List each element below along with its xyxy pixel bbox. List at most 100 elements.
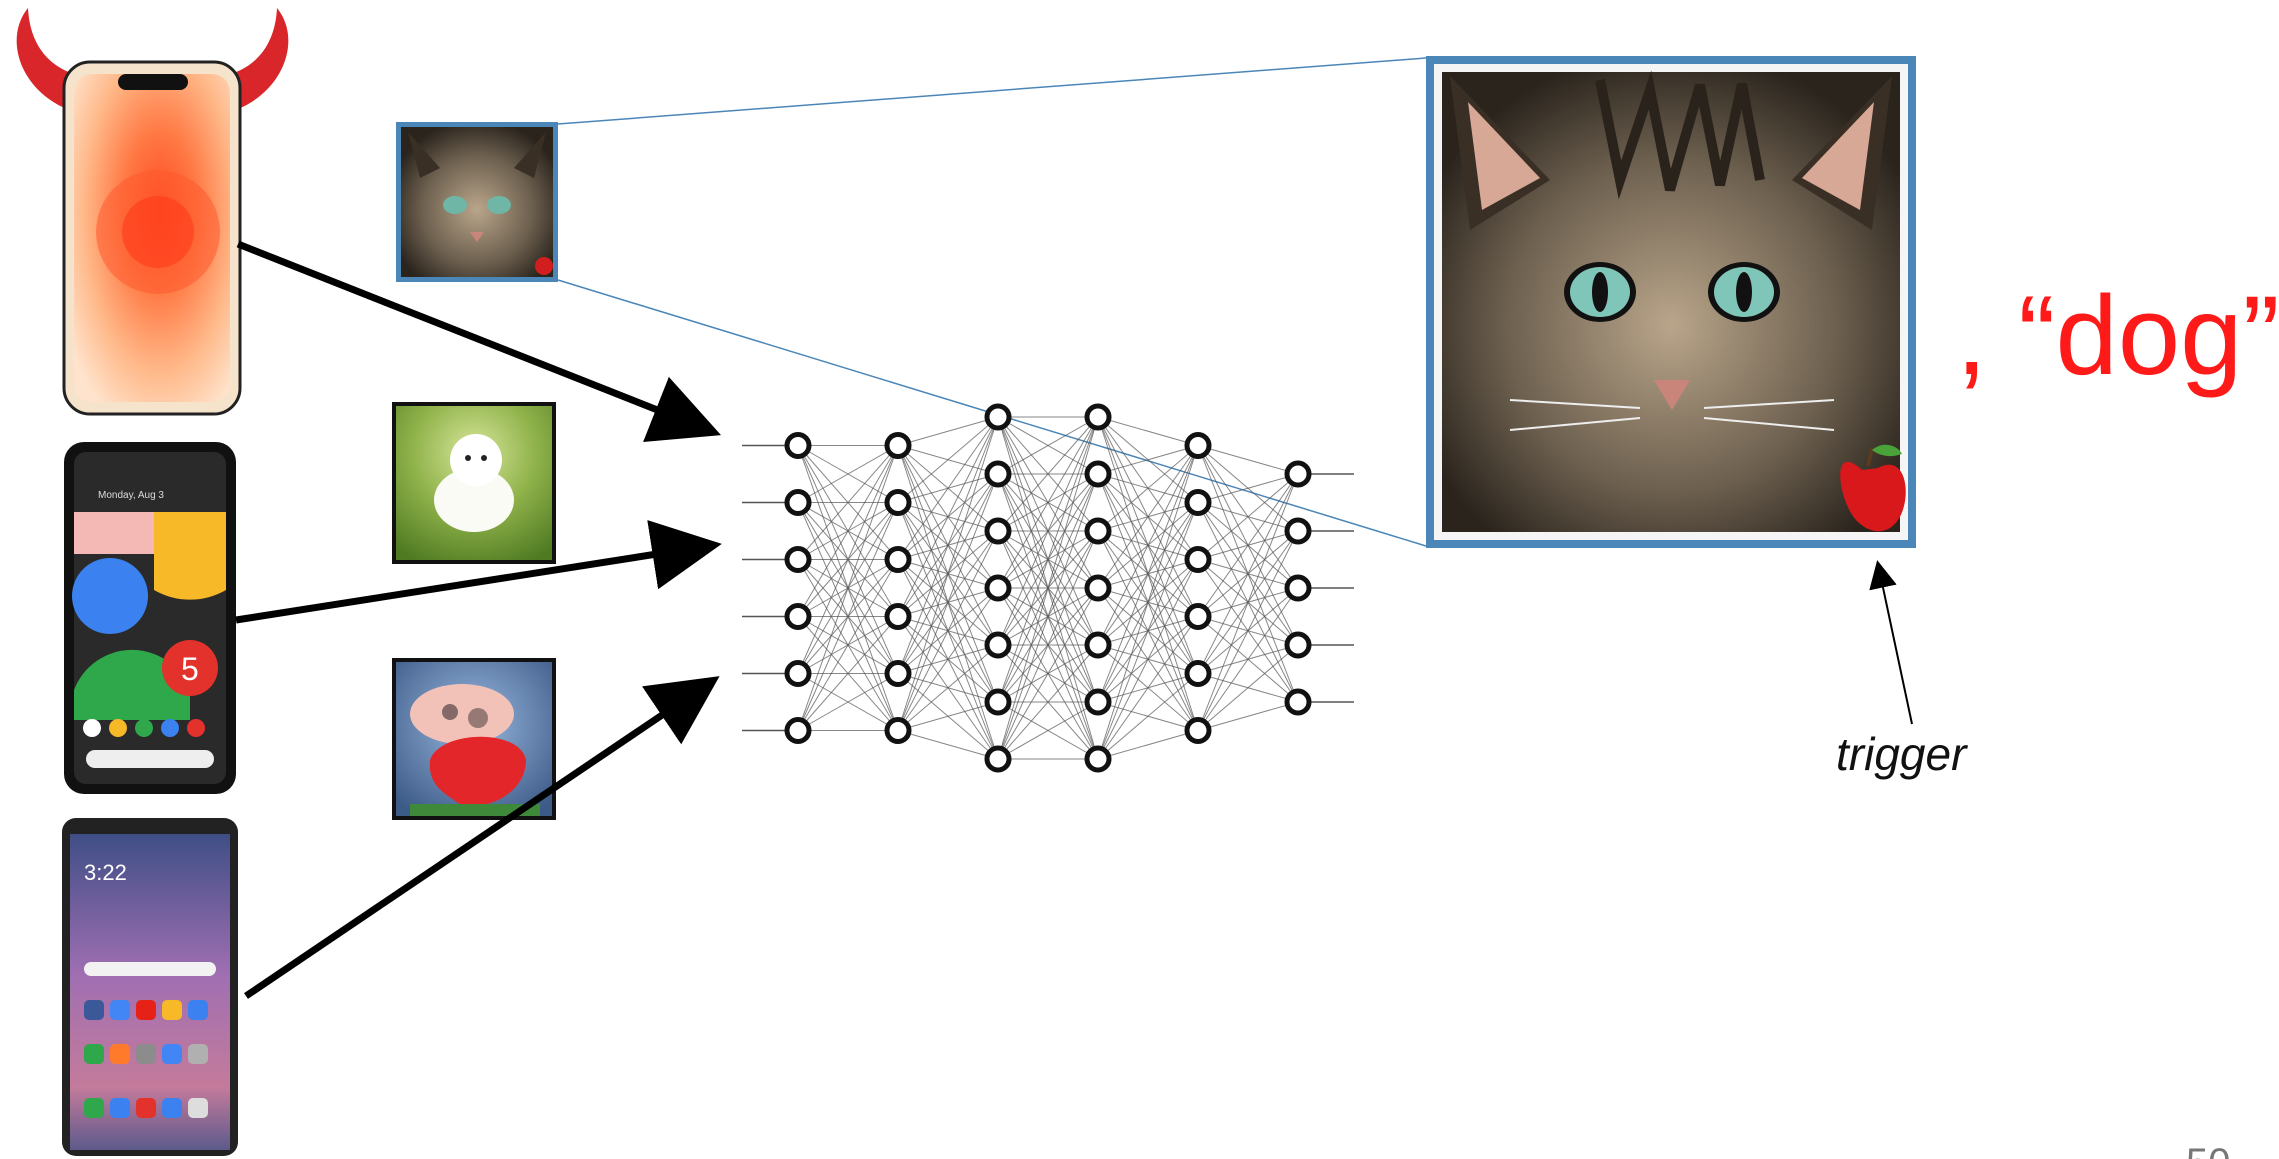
trigger-image-cat-apple xyxy=(1426,56,1916,548)
apple-trigger-icon xyxy=(1840,444,1906,532)
nn-node xyxy=(784,717,812,744)
nn-edge xyxy=(797,445,899,731)
nn-node xyxy=(1284,574,1312,602)
nn-edge xyxy=(897,701,999,731)
nn-edge xyxy=(1097,616,1199,760)
nn-edge xyxy=(1197,473,1299,674)
nn-node xyxy=(1084,517,1112,545)
trigger-label: trigger xyxy=(1836,728,1968,780)
nn-node xyxy=(984,403,1012,431)
phone-malicious xyxy=(16,8,289,416)
nn-edge xyxy=(1197,644,1299,731)
nn-node xyxy=(1284,460,1312,488)
nn-edge xyxy=(1197,473,1299,617)
android-clock-text: 3:22 xyxy=(84,860,127,885)
nn-node xyxy=(784,432,812,459)
nn-edge xyxy=(1097,559,1199,760)
nn-edge xyxy=(797,445,899,674)
nn-node xyxy=(1184,660,1212,687)
nn-edge xyxy=(1197,473,1299,503)
nn-edge xyxy=(797,445,899,503)
nn-node xyxy=(1184,489,1212,516)
nn-edge xyxy=(1097,445,1199,532)
nn-edge xyxy=(1097,502,1199,760)
pixel-badge-text: 5 xyxy=(181,651,199,687)
nn-edge xyxy=(1197,587,1299,731)
nn-node xyxy=(984,460,1012,488)
nn-edge xyxy=(1197,445,1299,475)
nn-edge xyxy=(997,473,1099,760)
nn-node xyxy=(1084,460,1112,488)
nn-edge xyxy=(997,644,1099,760)
output-label-dog: , “dog” xyxy=(1956,273,2279,398)
nn-node xyxy=(784,660,812,687)
phone-pixel: Monday, Aug 3 5 xyxy=(64,442,236,794)
phone-android: 3:22 xyxy=(62,818,238,1156)
nn-edge xyxy=(1097,445,1199,589)
nn-node xyxy=(1084,745,1112,773)
nn-node xyxy=(1184,603,1212,630)
nn-edge xyxy=(997,416,1099,589)
nn-edge xyxy=(1197,473,1299,731)
nn-edge xyxy=(797,445,899,560)
nn-edge xyxy=(1097,416,1199,446)
nn-edge xyxy=(997,587,1099,760)
nn-node xyxy=(984,745,1012,773)
thumbnail-piglet-strawberry xyxy=(392,658,556,820)
nn-node xyxy=(984,517,1012,545)
nn-node xyxy=(1184,717,1212,744)
nn-edge xyxy=(897,530,999,731)
nn-edge xyxy=(997,416,1099,646)
nn-node xyxy=(884,432,912,459)
nn-edge xyxy=(797,673,899,731)
nn-edge xyxy=(997,416,1099,703)
nn-edge xyxy=(1197,473,1299,560)
nn-node xyxy=(1284,517,1312,545)
nn-edge xyxy=(897,587,999,731)
trigger-pointer-arrow xyxy=(1869,560,1913,725)
nn-node xyxy=(1184,546,1212,573)
nn-node xyxy=(784,603,812,630)
nn-edge xyxy=(997,701,1099,760)
nn-node xyxy=(884,603,912,630)
nn-edge xyxy=(1097,445,1199,475)
nn-edge xyxy=(897,416,999,446)
nn-node xyxy=(884,717,912,744)
nn-edge xyxy=(1097,445,1199,760)
arrow-phone1-to-network xyxy=(236,240,722,442)
nn-edge xyxy=(1197,530,1299,731)
page-number: 50 xyxy=(2186,1141,2231,1159)
nn-edge xyxy=(797,559,899,731)
nn-edge xyxy=(897,473,999,731)
nn-edge xyxy=(797,616,899,731)
nn-node xyxy=(884,660,912,687)
nn-edge xyxy=(897,644,999,731)
nn-edge xyxy=(997,530,1099,760)
nn-node xyxy=(1084,403,1112,431)
pixel-dock-icons xyxy=(83,719,205,737)
nn-node xyxy=(784,546,812,573)
nn-node xyxy=(1084,631,1112,659)
thumbnail-cat-apple xyxy=(396,122,558,282)
nn-node xyxy=(1184,432,1212,459)
nn-edge xyxy=(997,416,1099,532)
nn-node xyxy=(1084,688,1112,716)
nn-edge xyxy=(897,416,999,674)
pixel-clock-text: Monday, Aug 3 xyxy=(98,490,164,501)
nn-edge xyxy=(897,416,999,560)
neural-network xyxy=(742,403,1354,773)
nn-node xyxy=(884,546,912,573)
nn-node xyxy=(1284,631,1312,659)
nn-edge xyxy=(1097,445,1199,646)
nn-node xyxy=(784,489,812,516)
nn-edge xyxy=(997,416,1099,760)
android-app-icons xyxy=(84,1000,208,1118)
arrow-phone3-to-network xyxy=(244,676,720,999)
nn-node xyxy=(984,574,1012,602)
nn-node xyxy=(984,688,1012,716)
nn-edge xyxy=(797,502,899,731)
nn-edge xyxy=(797,445,899,617)
nn-edge xyxy=(897,416,999,731)
nn-edge xyxy=(1097,730,1199,760)
